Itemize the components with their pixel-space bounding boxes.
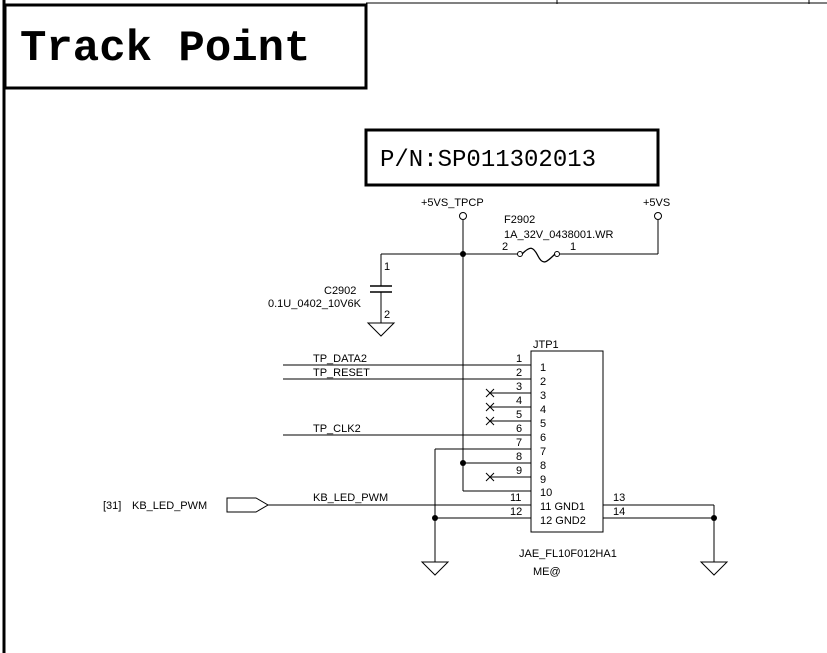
inner-pin: 9	[540, 474, 546, 486]
net-tp-clk2: TP_CLK2	[313, 423, 361, 435]
outer-pin: 6	[516, 423, 522, 435]
connector-part: JAE_FL10F012HA1	[519, 548, 617, 560]
outer-pin: 2	[516, 367, 522, 379]
cap-value: 0.1U_0402_10V6K	[268, 298, 362, 310]
capacitor-c2902: 1 2 C2902 0.1U_0402_10V6K	[268, 261, 392, 321]
inner-pin: 5	[540, 418, 546, 430]
connector-ref: JTP1	[533, 339, 559, 351]
offpage-connector-kb-led-pwm: [31] KB_LED_PWM	[103, 497, 269, 513]
inner-pin-gnd2: 12 GND2	[540, 515, 586, 527]
offpage-label: KB_LED_PWM	[132, 500, 207, 512]
connector-jtp1: JTP1 JAE_FL10F012HA1 ME@	[519, 339, 617, 578]
power-rail-5vs: +5VS	[643, 197, 670, 220]
nc-icon	[485, 388, 495, 398]
fuse-f2902: F2902 1A_32V_0438001.WR 2 1	[502, 214, 614, 263]
cap-ref: C2902	[324, 285, 356, 297]
right-pin: 14	[613, 506, 625, 518]
inner-pin: 6	[540, 432, 546, 444]
ground-icon	[420, 561, 450, 576]
inner-pin: 7	[540, 446, 546, 458]
outer-pin: 1	[516, 353, 522, 365]
nc-icon	[485, 472, 495, 482]
fuse-value: 1A_32V_0438001.WR	[504, 229, 614, 241]
inner-pin: 8	[540, 460, 546, 472]
net-labels: TP_DATA2 TP_RESET TP_CLK2 KB_LED_PWM	[313, 353, 388, 504]
outer-pin: 12	[510, 506, 522, 518]
offpage-ref: [31]	[103, 500, 121, 512]
power-rail-5vs-tpcp: +5VS_TPCP	[421, 197, 484, 220]
inner-pin: 3	[540, 390, 546, 402]
no-connect-marks	[485, 388, 495, 482]
wires	[268, 220, 715, 562]
fuse-pin-left: 2	[502, 241, 508, 253]
junction-dots	[432, 251, 717, 521]
inner-pin: 1	[540, 362, 546, 374]
title-block: Track Point	[3, 3, 368, 90]
fuse-pin-right: 1	[570, 241, 576, 253]
inner-pin: 4	[540, 404, 546, 416]
right-pin-numbers: 13 14	[613, 492, 625, 518]
fuse-ref: F2902	[504, 214, 535, 226]
ground-icon	[699, 561, 729, 576]
outer-pin: 7	[516, 437, 522, 449]
right-pin: 13	[613, 492, 625, 504]
net-tp-data2: TP_DATA2	[313, 353, 367, 365]
rail-5vs-tpcp-label: +5VS_TPCP	[421, 197, 484, 209]
nc-icon	[485, 416, 495, 426]
net-tp-reset: TP_RESET	[313, 367, 370, 379]
page-title: Track Point	[20, 24, 310, 74]
outer-pin: 9	[516, 465, 522, 477]
nc-icon	[485, 402, 495, 412]
part-number: P/N:SP011302013	[380, 147, 596, 174]
cap-pin-top: 1	[384, 261, 390, 273]
outer-pin: 3	[516, 381, 522, 393]
inner-pin: 2	[540, 376, 546, 388]
outer-pin: 4	[516, 395, 522, 407]
ground-icon	[366, 322, 396, 337]
outer-pin: 8	[516, 451, 522, 463]
inner-pin-numbers: 1 2 3 4 5 6 7 8 9 10 11 GND1 12 GND2	[540, 362, 586, 527]
inner-pin-gnd1: 11 GND1	[540, 501, 585, 513]
outer-pin: 11	[510, 492, 521, 504]
rail-5vs-label: +5VS	[643, 197, 670, 209]
connector-note: ME@	[533, 566, 561, 578]
cap-pin-bottom: 2	[384, 309, 390, 321]
outer-pin-numbers: 1 2 3 4 5 6 7 8 9 11 12	[510, 353, 522, 518]
outer-pin: 5	[516, 409, 522, 421]
net-kb-led-pwm: KB_LED_PWM	[313, 492, 388, 504]
part-number-block: P/N:SP011302013	[364, 128, 660, 187]
inner-pin: 10	[540, 487, 552, 499]
